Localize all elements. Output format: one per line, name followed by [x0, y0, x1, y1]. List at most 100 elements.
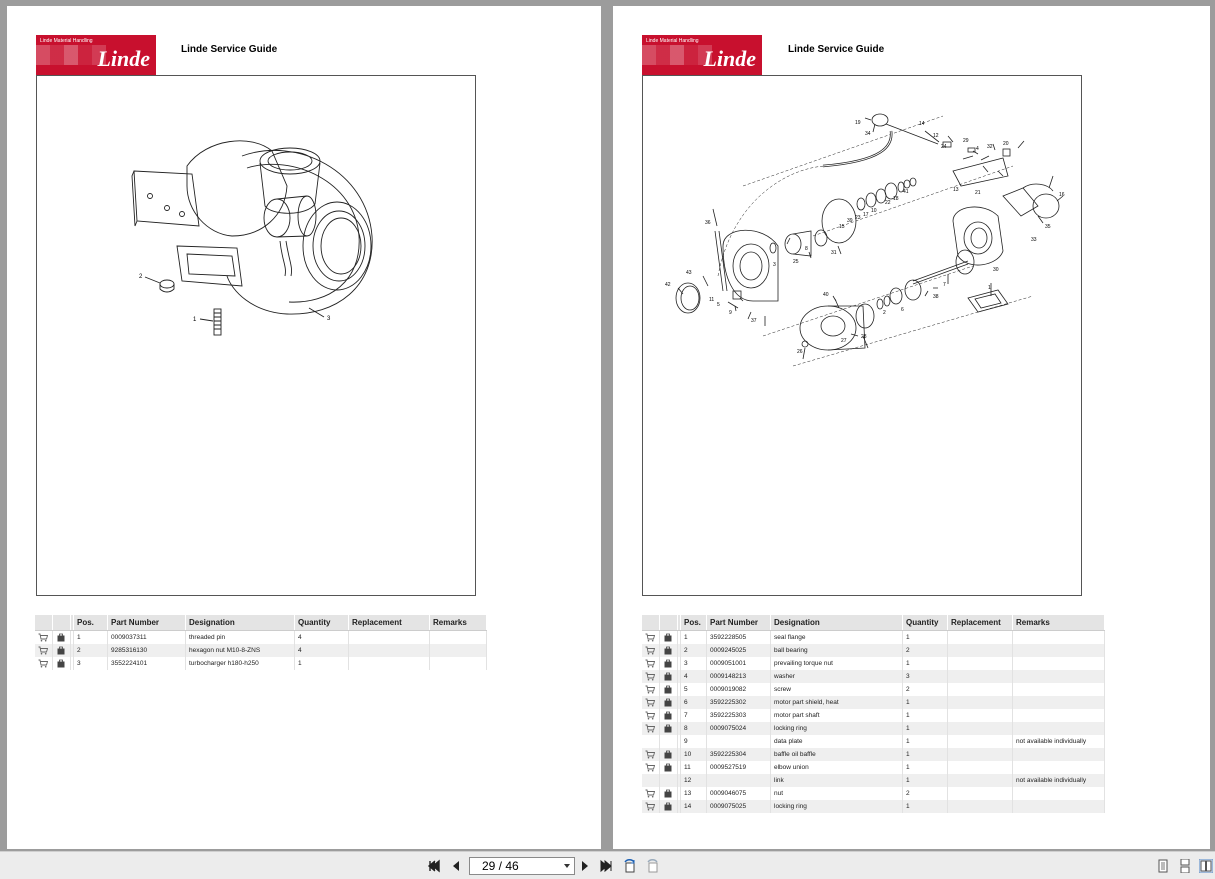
basket-icon[interactable]: [56, 646, 66, 655]
cell-part-number: 3592225303: [706, 709, 771, 722]
cell-remarks: [1012, 709, 1105, 722]
callout-label: 21: [975, 190, 981, 196]
cell-quantity: 1: [902, 722, 948, 735]
shopping-cart-icon[interactable]: [38, 646, 48, 655]
next-page-icon[interactable]: [578, 859, 592, 873]
cell-designation: turbocharger h180-h250: [185, 657, 295, 670]
basket-icon[interactable]: [663, 698, 673, 707]
cell-replacement: [947, 644, 1013, 657]
shopping-cart-icon[interactable]: [645, 802, 655, 811]
basket-icon[interactable]: [663, 750, 673, 759]
basket-icon[interactable]: [663, 646, 673, 655]
basket-icon[interactable]: [663, 763, 673, 772]
cell-quantity: 4: [294, 644, 349, 657]
basket-cell: [659, 630, 678, 644]
basket-cell: [659, 722, 678, 735]
shopping-cart-icon[interactable]: [645, 724, 655, 733]
cell-designation: seal flange: [770, 630, 903, 644]
callout-label: 42: [665, 282, 671, 288]
callout-label: 3: [773, 262, 776, 268]
shopping-cart-icon[interactable]: [645, 633, 655, 642]
basket-cell: [659, 657, 678, 670]
page-number-select[interactable]: 29 / 46: [469, 857, 575, 875]
last-page-icon[interactable]: [599, 859, 613, 873]
callout-label: 2: [139, 274, 143, 280]
linde-logo: Linde Material Handling Linde: [36, 35, 156, 75]
cell-replacement: [947, 630, 1013, 644]
continuous-view-icon[interactable]: [1178, 859, 1192, 873]
cell-remarks: [1012, 683, 1105, 696]
cell-pos: 4: [680, 670, 707, 683]
shopping-cart-icon[interactable]: [38, 659, 48, 668]
basket-icon[interactable]: [56, 633, 66, 642]
cell-part-number: 0009019082: [706, 683, 771, 696]
basket-icon[interactable]: [663, 789, 673, 798]
rotate-counterclockwise-icon[interactable]: [646, 859, 660, 873]
callout-label: 25: [793, 259, 799, 265]
col-remarks: Remarks: [429, 615, 487, 631]
basket-icon[interactable]: [663, 633, 673, 642]
cell-remarks: [1012, 630, 1105, 644]
cell-replacement: [348, 644, 430, 657]
shopping-cart-icon[interactable]: [645, 763, 655, 772]
basket-cell: [659, 735, 678, 748]
callout-label: 33: [1031, 237, 1037, 243]
basket-icon[interactable]: [56, 659, 66, 668]
cell-replacement: [947, 657, 1013, 670]
shopping-cart-icon[interactable]: [645, 659, 655, 668]
shopping-cart-icon[interactable]: [645, 698, 655, 707]
cell-quantity: 1: [902, 657, 948, 670]
cell-designation: prevailing torque nut: [770, 657, 903, 670]
cell-remarks: [1012, 644, 1105, 657]
shopping-cart-icon[interactable]: [645, 672, 655, 681]
cell-quantity: 1: [902, 709, 948, 722]
cell-replacement: [947, 761, 1013, 774]
shopping-cart-icon[interactable]: [38, 633, 48, 642]
shopping-cart-icon[interactable]: [645, 789, 655, 798]
callout-label: 34: [865, 131, 871, 137]
single-page-view-icon[interactable]: [1156, 859, 1170, 873]
callout-label: 36: [705, 220, 711, 226]
shopping-cart-icon[interactable]: [645, 685, 655, 694]
shopping-cart-icon[interactable]: [645, 750, 655, 759]
rotate-clockwise-icon[interactable]: [623, 859, 637, 873]
basket-icon[interactable]: [663, 802, 673, 811]
parts-drawing-frame: 19 14 34 12 24 29 4 32 20 13 21 16 36 42…: [642, 75, 1082, 596]
col-part-number: Part Number: [706, 615, 771, 631]
basket-icon[interactable]: [663, 711, 673, 720]
cell-quantity: 2: [902, 683, 948, 696]
basket-cell: [659, 787, 678, 800]
shopping-cart-icon[interactable]: [645, 711, 655, 720]
two-page-view-icon[interactable]: [1199, 859, 1213, 873]
cell-part-number: [706, 735, 771, 748]
basket-icon[interactable]: [663, 672, 673, 681]
cell-designation: elbow union: [770, 761, 903, 774]
basket-icon[interactable]: [663, 685, 673, 694]
previous-page-icon[interactable]: [449, 859, 463, 873]
basket-icon[interactable]: [663, 659, 673, 668]
shopping-cart-icon[interactable]: [645, 646, 655, 655]
basket-icon[interactable]: [663, 724, 673, 733]
cart-cell: [642, 787, 660, 800]
callout-label: 28: [861, 334, 867, 340]
table-header-row: Pos. Part Number Designation Quantity Re…: [642, 615, 1105, 631]
first-page-icon[interactable]: [427, 859, 441, 873]
col-replacement: Replacement: [947, 615, 1013, 631]
